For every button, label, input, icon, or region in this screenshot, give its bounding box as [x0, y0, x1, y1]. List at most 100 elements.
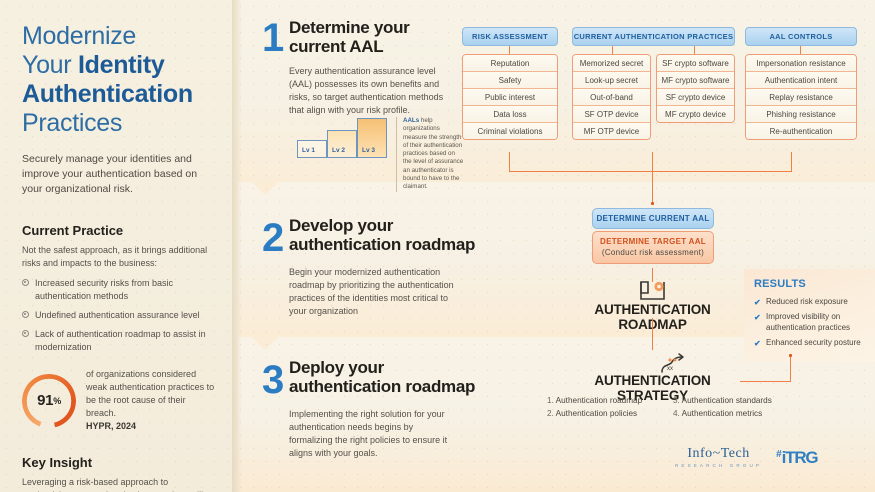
- connector-horizontal: [509, 171, 792, 172]
- connector-roadmap-to-strategy: [652, 318, 653, 350]
- group-risk-assessment-list: Reputation Safety Public interest Data l…: [462, 54, 558, 140]
- list-item: Safety: [463, 72, 557, 89]
- list-item: Criminal violations: [463, 123, 557, 139]
- aal-bar-level-1: Lv 1: [297, 140, 327, 158]
- list-item: Undefined authentication assurance level: [22, 309, 218, 322]
- key-insight-text: Leveraging a risk-based approach to mode…: [22, 477, 203, 492]
- group-current-practices-col-1: Memorized secret Look-up secret Out-of-b…: [572, 54, 651, 140]
- list-item-label: Undefined authentication assurance level: [35, 310, 200, 320]
- list-item-label: Authentication metrics: [681, 409, 763, 418]
- title-line-3: Authentication: [22, 80, 193, 108]
- donut-ring: [22, 373, 76, 428]
- info-tech-logo: Info~Tech RESEARCH GROUP: [675, 446, 762, 468]
- list-item: Look-up secret: [573, 72, 650, 89]
- donut-unit: %: [53, 395, 61, 406]
- list-item: Increased security risks from basic auth…: [22, 277, 218, 303]
- step-3-title-line1: Deploy your: [289, 358, 384, 377]
- list-item: 1. Authentication roadmap: [547, 394, 657, 407]
- strategy-list-col-2: 3. Authentication standards 4. Authentic…: [673, 394, 793, 420]
- pill-target-label: DETERMINE TARGET AAL: [600, 237, 706, 246]
- step-3-body: Implementing the right solution for your…: [289, 409, 448, 458]
- roadmap-document-icon: [640, 281, 665, 300]
- group-current-practices-header: CURRENT AUTHENTICATION PRACTICES: [572, 27, 735, 46]
- itrg-logo-hash: #: [776, 448, 782, 460]
- list-item: ✔Improved visibility on authentication p…: [754, 311, 875, 333]
- connector-vertical: [694, 46, 695, 54]
- title-line-2-plain: Your: [22, 51, 78, 79]
- list-item-number: 4.: [673, 409, 680, 418]
- info-tech-logo-sub: RESEARCH GROUP: [675, 463, 763, 468]
- donut-value: 91%: [22, 374, 76, 428]
- list-item: Out-of-band: [573, 89, 650, 106]
- list-item: Replay resistance: [746, 89, 856, 106]
- step-2-title: Develop your authentication roadmap: [289, 216, 477, 254]
- group-aal-controls-list: Impersonation resistance Authentication …: [745, 54, 857, 140]
- connector-vertical: [612, 46, 613, 54]
- step-1-title-line1: Determine your: [289, 18, 410, 37]
- step-1-number: 1: [262, 16, 284, 60]
- list-item: 2. Authentication policies: [547, 407, 657, 420]
- current-practice-intro: Not the safest approach, as it brings ad…: [22, 245, 208, 268]
- pill-determine-current-aal: DETERMINE CURRENT AAL: [592, 208, 714, 229]
- group-aal-controls: AAL CONTROLS Impersonation resistance Au…: [745, 27, 857, 140]
- list-item: SF OTP device: [573, 106, 650, 123]
- list-item: Impersonation resistance: [746, 55, 856, 72]
- strategy-connector-dot: [789, 354, 792, 357]
- group-current-practices-col-2: SF crypto software MF crypto software SF…: [656, 54, 735, 123]
- pill-current-label: DETERMINE CURRENT AAL: [592, 208, 714, 229]
- list-item: 3. Authentication standards: [673, 394, 793, 407]
- step-1-title-line2: current AAL: [289, 37, 384, 56]
- step-2-number: 2: [262, 216, 284, 260]
- list-item: SF crypto software: [657, 55, 734, 72]
- aal-bar-label: Lv 2: [332, 147, 346, 154]
- pill-determine-target-aal: DETERMINE TARGET AAL (Conduct risk asses…: [592, 231, 714, 264]
- group-current-practices: CURRENT AUTHENTICATION PRACTICES Memoriz…: [572, 27, 735, 140]
- step-2-title-line2: authentication roadmap: [289, 235, 476, 254]
- connector-down-left: [509, 152, 510, 172]
- itrg-logo: # iTRG: [776, 448, 819, 466]
- group-risk-assessment-header: RISK ASSESSMENT: [462, 27, 558, 46]
- connector-down-right: [791, 152, 792, 172]
- stat-text: of organizations considered weak authent…: [86, 368, 218, 433]
- step-1: 1 Determine your current AAL Every authe…: [262, 18, 452, 117]
- list-item: MF crypto device: [657, 106, 734, 122]
- step-3-title-line2: authentication roadmap: [289, 377, 476, 396]
- page-subtitle: Securely manage your identities and impr…: [22, 153, 198, 195]
- list-item-label: Authentication roadmap: [555, 396, 643, 405]
- strategy-path-icon: xx: [661, 353, 684, 373]
- aal-note: AALs help organizations measure the stre…: [396, 117, 465, 192]
- list-item: ✔ Reduced risk exposure: [754, 296, 875, 307]
- results-heading: RESULTS: [754, 278, 806, 290]
- aal-note-lead: AALs: [403, 117, 420, 124]
- list-item: Phishing resistance: [746, 106, 856, 123]
- list-item-label: Authentication standards: [681, 396, 772, 405]
- page-title: Modernize Your Identity Authentication P…: [22, 22, 218, 138]
- list-item-label: Authentication policies: [555, 409, 638, 418]
- check-icon: ✔: [754, 298, 761, 307]
- aal-bar-level-2: Lv 2: [327, 130, 357, 158]
- stat-description: of organizations considered weak authent…: [86, 369, 215, 418]
- strategy-list: 1. Authentication roadmap 2. Authenticat…: [547, 394, 793, 420]
- list-item-label: Improved visibility on authentication pr…: [766, 312, 851, 332]
- connector-center: [652, 152, 653, 203]
- list-item: Reputation: [463, 55, 557, 72]
- group-risk-assessment: RISK ASSESSMENT Reputation Safety Public…: [462, 27, 558, 140]
- step-2: 2 Develop your authentication roadmap Be…: [262, 216, 477, 318]
- strategy-connector-vertical: [790, 356, 791, 382]
- current-practice-list: Increased security risks from basic auth…: [22, 277, 218, 354]
- list-item: Lack of authentication roadmap to assist…: [22, 328, 218, 354]
- list-item-label: Reduced risk exposure: [766, 297, 848, 306]
- strategy-list-col-1: 1. Authentication roadmap 2. Authenticat…: [547, 394, 657, 420]
- donut-chart: 91%: [22, 373, 76, 428]
- step-1-body: Every authentication assurance level (AA…: [289, 66, 444, 115]
- step-2-title-line1: Develop your: [289, 216, 394, 235]
- results-card: RESULTS ✔ Reduced risk exposure ✔Improved…: [744, 269, 875, 362]
- sidebar: Modernize Your Identity Authentication P…: [0, 0, 238, 492]
- step-3-number: 3: [262, 358, 284, 402]
- title-line-4: Practices: [22, 109, 123, 137]
- list-item: Authentication intent: [746, 72, 856, 89]
- connector-endpoint-dot: [651, 202, 654, 205]
- list-item: ✔Enhanced security posture: [754, 337, 875, 348]
- aal-bar-label: Lv 3: [362, 147, 376, 154]
